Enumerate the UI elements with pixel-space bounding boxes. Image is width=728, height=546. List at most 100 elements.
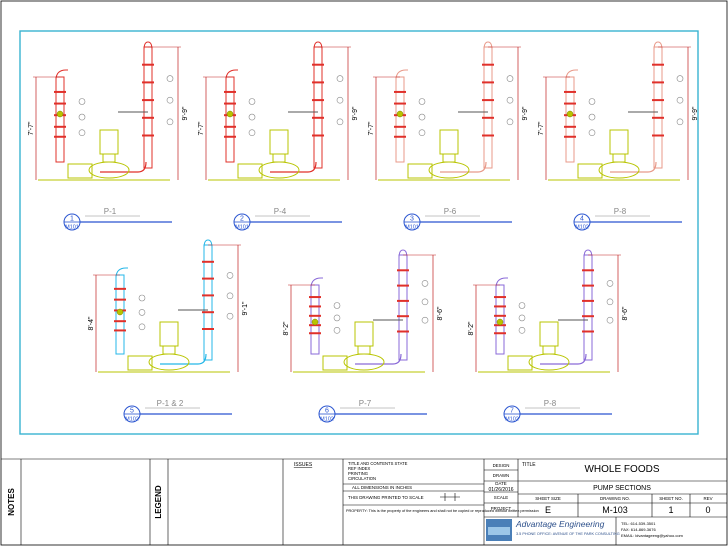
right-cap	[483, 41, 493, 51]
section-sheet-ref: M101	[235, 225, 249, 231]
part-tag	[336, 118, 344, 126]
sheet-size: E	[545, 505, 551, 515]
part-tag	[606, 316, 614, 324]
left-riser-pipe	[395, 76, 405, 163]
left-elbow	[310, 277, 323, 289]
part-tag	[333, 302, 341, 309]
part-tag	[506, 75, 514, 82]
pump-coupling	[357, 345, 371, 355]
issues-label: ISSUES	[294, 462, 313, 468]
note-line-1: TITLE AND CONTENTS STATE	[348, 461, 408, 466]
part-tag	[78, 113, 86, 121]
part-tag	[166, 118, 174, 126]
pump-volute	[428, 161, 470, 179]
check-valve	[116, 308, 124, 316]
discharge-pipe	[610, 161, 657, 173]
sheet-title: PUMP SECTIONS	[593, 485, 651, 492]
rev-label: REV	[703, 496, 712, 501]
pump-motor	[354, 321, 374, 347]
company-fax: FAX: 614-869-3676	[621, 527, 656, 532]
suction-fitting	[577, 163, 603, 179]
left-elbow	[55, 69, 68, 81]
part-tag	[248, 98, 256, 105]
dim-left-label: 8'-2"	[283, 321, 290, 335]
part-tag	[226, 272, 234, 279]
drawing-no: M-103	[602, 505, 628, 515]
discharge-pipe	[440, 161, 487, 173]
right-cap	[653, 41, 663, 51]
title-block	[1, 458, 727, 545]
part-tag	[421, 316, 429, 324]
dim-right-label: 9'-1"	[242, 301, 249, 315]
section-number: 3	[410, 216, 414, 223]
part-tag	[421, 280, 429, 287]
left-elbow	[395, 69, 408, 81]
discharge-pipe	[270, 161, 317, 173]
section-title: P-8	[614, 207, 627, 216]
part-tag	[333, 314, 341, 322]
part-tag	[78, 129, 86, 136]
row-label-drawn: DRAWN	[493, 473, 509, 478]
project-name: WHOLE FOODS	[584, 464, 659, 475]
check-valve	[566, 110, 574, 118]
property-note: PROPERTY: This is the property of the en…	[346, 509, 539, 513]
section-number: 7	[510, 408, 514, 415]
pump-motor	[99, 129, 119, 155]
dim-left-label: 7'-7"	[198, 121, 205, 135]
note-line-3: PRINTING	[348, 471, 368, 476]
dim-left-label: 8'-2"	[468, 321, 475, 335]
part-tag	[606, 298, 614, 306]
part-tag	[588, 98, 596, 105]
right-cap	[203, 239, 213, 249]
discharge-pipe	[100, 161, 147, 173]
section-sheet-ref: M102	[320, 417, 334, 423]
note-line-2: REF INDEX	[348, 466, 371, 471]
section-number: 6	[325, 408, 329, 415]
suction-fitting	[67, 163, 93, 179]
discharge-pipe	[160, 353, 207, 365]
pump-volute	[148, 353, 190, 371]
dim-right-label: 9'-9"	[522, 106, 529, 120]
north-note: THIS DRAWING PRINTED TO SCALE	[348, 495, 424, 500]
discharge-pipe	[540, 353, 587, 365]
pump-volute	[343, 353, 385, 371]
pump-volute	[88, 161, 130, 179]
pump-coupling	[442, 153, 456, 163]
section-title: P-8	[544, 399, 557, 408]
pump-coupling	[162, 345, 176, 355]
suction-fitting	[507, 355, 533, 371]
part-tag	[506, 96, 514, 104]
part-tag	[78, 98, 86, 105]
section-number: 5	[130, 408, 134, 415]
section-sheet-ref: M101	[65, 225, 79, 231]
pump-coupling	[102, 153, 116, 163]
part-tag	[506, 118, 514, 126]
company-tel: TEL: 614-539-3501	[621, 521, 656, 526]
part-tag	[138, 294, 146, 302]
part-tag	[226, 292, 234, 300]
company-sub: 3.5 PHONE OFFICE: AVENUE OF THE PARK CON…	[516, 532, 620, 536]
part-tag	[336, 75, 344, 82]
scale-note: ALL DIMENSIONS IN INCHES	[352, 485, 412, 490]
section-number: 2	[240, 216, 244, 223]
left-elbow	[565, 69, 578, 81]
part-tag	[421, 298, 429, 306]
section-sheet-ref: M102	[505, 417, 519, 423]
pump-motor	[269, 129, 289, 155]
dim-right-label: 9'-9"	[352, 106, 359, 120]
pump-volute	[258, 161, 300, 179]
property-note-text: PROPERTY: This is the property of the en…	[346, 509, 539, 513]
part-tag	[333, 326, 341, 334]
left-riser-pipe	[55, 76, 65, 163]
section-title: P-6	[444, 207, 457, 216]
check-valve	[56, 110, 64, 118]
dim-left-label: 7'-7"	[28, 121, 35, 135]
company-email: EMAIL: ldvantageeng@yahoo.com	[621, 533, 684, 538]
check-valve	[311, 318, 319, 326]
title-label: TITLE	[522, 462, 536, 468]
suction-fitting	[127, 355, 153, 371]
